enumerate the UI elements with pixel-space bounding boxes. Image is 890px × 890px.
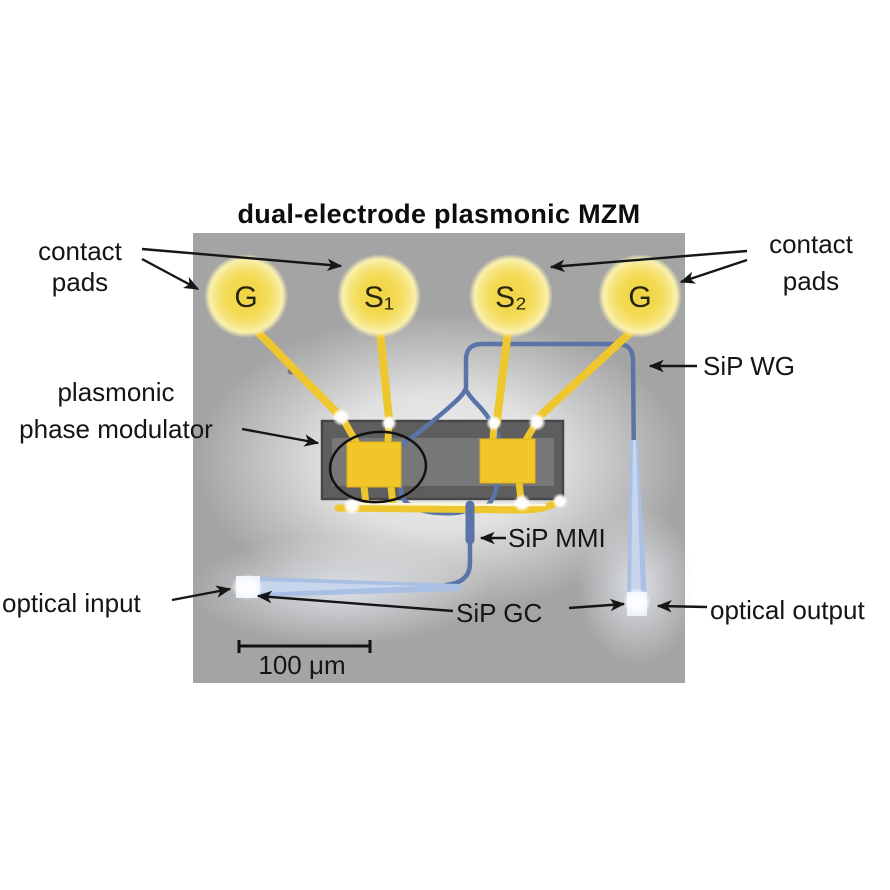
sip-gc-label: SiP GC: [456, 598, 543, 628]
pad-label-s2: S₂: [495, 281, 527, 314]
annotation-arrows: [141, 247, 748, 613]
pad-g-right: [598, 254, 682, 338]
wg-upper-loop: [400, 341, 637, 473]
pad-label-g-right: G: [628, 281, 651, 314]
contact-pads-label-right: contact pads: [741, 226, 881, 300]
contact-pads-label-left: contact pads: [10, 236, 150, 298]
pad-label-g-left: G: [234, 281, 257, 314]
scale-bar: [237, 640, 372, 653]
output-grating-coupler: [623, 440, 651, 616]
phase-modulator-line2: phase modulator: [19, 414, 213, 444]
optical-output-label: optical output: [710, 595, 865, 625]
phase-modulator-line1: plasmonic: [57, 377, 175, 407]
arrow-optical-input: [171, 585, 232, 602]
arrow-contact-right-to-g: [679, 258, 748, 284]
pad-label-s1: S₁: [364, 281, 394, 314]
phase-modulator-square-left: [346, 441, 402, 488]
arrow-contact-right-to-s2: [549, 249, 748, 273]
trace-g-right: [536, 326, 637, 420]
contact-pads-left-line2: pads: [51, 267, 109, 297]
optical-input-label: optical input: [2, 588, 141, 618]
contact-pads-right-line1: contact: [769, 229, 853, 259]
contact-pads-right-line2: pads: [782, 266, 840, 296]
input-grating-coupler: [231, 574, 460, 600]
scale-bar-label: 100 μm: [258, 650, 346, 680]
trace-g-left: [249, 323, 344, 420]
arrow-phase-modulator: [241, 427, 320, 447]
arrow-contact-left-to-g: [141, 257, 200, 291]
phase-modulator-label: plasmonic phase modulator: [0, 374, 232, 448]
pad-g-left: [204, 254, 288, 338]
arrow-optical-output: [656, 600, 708, 613]
contact-pads: G S₁ S₂ G: [204, 254, 682, 338]
arrow-sip-gc-to-output: [568, 598, 626, 612]
phase-modulators: [346, 438, 536, 488]
pad-s1: [337, 254, 421, 338]
white-vias: [332, 408, 568, 515]
bar-highlight: [350, 502, 547, 507]
phase-modulator-square-right: [479, 438, 536, 484]
pad-s2: [469, 254, 553, 338]
contact-pads-left-line1: contact: [38, 236, 122, 266]
arrow-contact-left-to-s1: [141, 247, 343, 272]
modulator-highlight-ellipse: [328, 430, 428, 504]
sip-mmi-label: SiP MMI: [508, 523, 606, 553]
trace-s2: [493, 327, 512, 425]
sip-wg-label: SiP WG: [703, 351, 795, 381]
figure-title: dual-electrode plasmonic MZM: [237, 199, 641, 229]
arrow-sip-gc-to-input: [256, 590, 454, 613]
trace-s1: [376, 327, 393, 423]
